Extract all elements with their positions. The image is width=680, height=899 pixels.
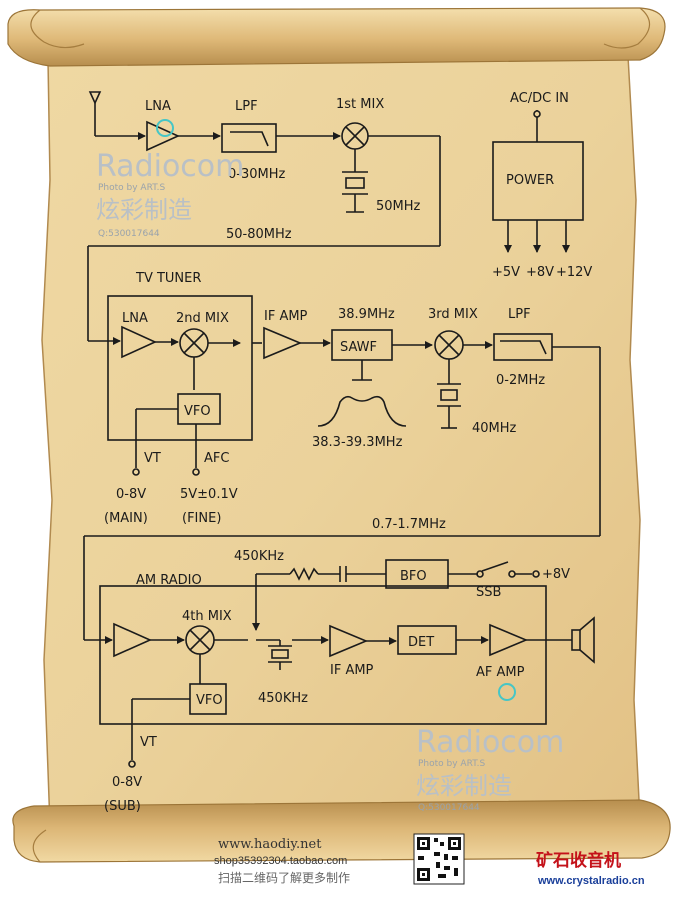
label-if-amp: IF AMP [264, 309, 308, 324]
top-scroll-roll [7, 7, 666, 67]
row-3-am-radio [84, 559, 595, 768]
label-bfo-supply: +8V [542, 567, 570, 582]
label-lpf-mid-range: 0-2MHz [496, 373, 545, 388]
label-vt-range: 0-8V [116, 487, 146, 502]
label-if-amp-am: IF AMP [330, 663, 374, 678]
label-if3-range: 0.7-1.7MHz [372, 517, 446, 532]
label-rail-8v: +8V [526, 265, 554, 280]
label-xtal-40mhz: 40MHz [472, 421, 517, 436]
label-vt-sub-range: 0-8V [112, 775, 142, 790]
label-xtal-450khz: 450KHz [258, 691, 308, 706]
label-af-amp: AF AMP [476, 665, 525, 680]
footer-shop: shop35392304.taobao.com [214, 855, 347, 867]
watermark-qq-top: Q:530017644 [98, 229, 160, 239]
label-power: POWER [506, 173, 554, 188]
power-supply [492, 110, 584, 253]
label-afc-fine: (FINE) [182, 511, 221, 526]
watermark-bottom: Radiocom Photo by ART.S 炫彩制造 Q:530017644 [416, 725, 564, 813]
label-rail-5v: +5V [492, 265, 520, 280]
label-1st-mix: 1st MIX [336, 97, 384, 112]
label-lna-top: LNA [145, 99, 171, 114]
label-tv-tuner: TV TUNER [135, 271, 201, 286]
label-vt-sub-tag: (SUB) [104, 799, 141, 814]
footer-brand-url: www.crystalradio.cn [537, 875, 645, 887]
row-1-frontend [87, 91, 441, 341]
label-lna-tuner: LNA [122, 311, 148, 326]
label-2nd-mix: 2nd MIX [176, 311, 229, 326]
footer-brand: 矿石收音机 [536, 850, 621, 871]
label-sawf: SAWF [340, 340, 377, 355]
label-ssb: SSB [476, 585, 501, 600]
label-vt-tuner: VT [144, 451, 161, 466]
label-afc: AFC [204, 451, 229, 466]
label-rail-12v: +12V [556, 265, 592, 280]
label-4th-mix: 4th MIX [182, 609, 232, 624]
label-if1-range: 50-80MHz [226, 227, 292, 242]
watermark-cn-bottom: 炫彩制造 [416, 772, 512, 800]
label-bfo: BFO [400, 569, 427, 584]
watermark-name-top: Radiocom [96, 149, 244, 184]
label-xtal-50mhz: 50MHz [376, 199, 421, 214]
qr-code [413, 833, 465, 885]
footer: www.haodiy.net shop35392304.taobao.com 扫… [214, 833, 645, 887]
footer-site: www.haodiy.net [218, 837, 322, 852]
label-lpf-top: LPF [235, 99, 258, 114]
label-vfo-tuner: VFO [184, 404, 211, 419]
bottom-scroll-roll [12, 799, 671, 863]
label-lpf-mid: LPF [508, 307, 531, 322]
label-sawf-band: 38.3-39.3MHz [312, 435, 403, 450]
watermark-qq-bottom: Q:530017644 [418, 803, 480, 813]
watermark-name-bottom: Radiocom [416, 725, 564, 760]
row-2-tv-tuner [83, 295, 601, 640]
accent-circle-top [156, 119, 174, 137]
accent-circle-bottom [498, 683, 516, 701]
label-lpf-top-range: 0-30MHz [228, 167, 285, 182]
label-vfo-am: VFO [196, 693, 223, 708]
watermark-credit-top: Photo by ART.S [98, 183, 165, 193]
label-3rd-mix: 3rd MIX [428, 307, 478, 322]
label-ac-dc-in: AC/DC IN [510, 91, 569, 106]
label-am-radio: AM RADIO [136, 573, 202, 588]
label-vt-sub: VT [140, 735, 157, 750]
label-sawf-freq: 38.9MHz [338, 307, 395, 322]
watermark-top: Radiocom Photo by ART.S 炫彩制造 Q:530017644 [96, 149, 244, 239]
label-bfo-freq: 450KHz [234, 549, 284, 564]
watermark-cn-top: 炫彩制造 [96, 196, 192, 224]
watermark-credit-bottom: Photo by ART.S [418, 759, 485, 769]
footer-cn: 扫描二维码了解更多制作 [218, 871, 350, 885]
label-afc-range: 5V±0.1V [180, 487, 238, 502]
label-det: DET [408, 635, 434, 650]
labels: LNA LPF 1st MIX 0-30MHz 50MHz 50-80MHz A… [104, 91, 592, 814]
label-vt-main: (MAIN) [104, 511, 148, 526]
